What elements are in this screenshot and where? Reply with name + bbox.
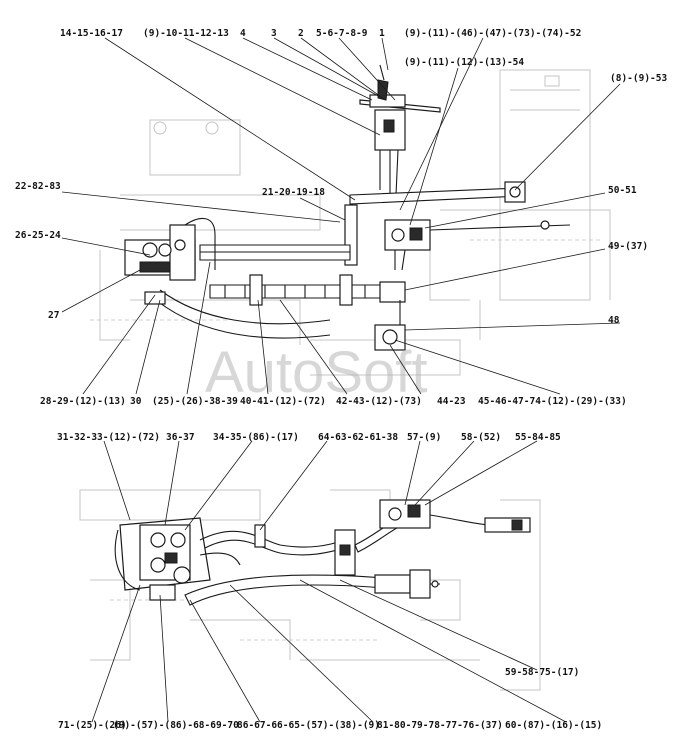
- callout-label: 5-6-7-8-9: [316, 28, 368, 39]
- callout-label: 28-29-(12)-(13): [40, 396, 126, 407]
- callout-label: 26-25-24: [15, 230, 61, 241]
- callout-label: 34-35-(86)-(17): [213, 432, 299, 443]
- callout-label: 36-37: [166, 432, 195, 443]
- callout-label: 14-15-16-17: [60, 28, 123, 39]
- callout-label: 31-32-33-(12)-(72): [57, 432, 160, 443]
- callout-labels: 14-15-16-17 (9)-10-11-12-13 4 3 2 5-6-7-…: [15, 28, 667, 731]
- callout-label: (9)-(57)-(86)-68-69-70: [113, 720, 239, 731]
- callout-label: 71-(25)-(26): [58, 720, 127, 731]
- callout-label: 30: [130, 396, 142, 407]
- callout-label: 49-(37): [608, 241, 648, 252]
- callout-label: 57-(9): [407, 432, 441, 443]
- callout-label: 21-20-19-18: [262, 187, 325, 198]
- leader-lines: [61, 37, 621, 723]
- callout-label: (9)-10-11-12-13: [143, 28, 229, 39]
- callout-label: 58-(52): [461, 432, 501, 443]
- callout-label: 81-80-79-78-77-76-(37): [377, 720, 503, 731]
- callout-label: 27: [48, 310, 59, 321]
- callout-label: (8)-(9)-53: [610, 73, 667, 84]
- callout-label: 48: [608, 315, 620, 326]
- callout-label: 45-46-47-74-(12)-(29)-(33): [478, 396, 627, 407]
- callout-label: (9)-(11)-(46)-(47)-(73)-(74)-52: [404, 28, 581, 39]
- lower-assembly: [114, 499, 531, 606]
- background-frame-lower: [79, 489, 541, 691]
- callout-label: 59-58-75-(17): [505, 667, 579, 678]
- callout-label: 40-41-(12)-(72): [240, 396, 326, 407]
- callout-label: 3: [271, 28, 277, 39]
- callout-label: 2: [298, 28, 304, 39]
- callout-label: 1: [379, 28, 385, 39]
- callout-label: 50-51: [608, 185, 637, 196]
- callout-label: (9)-(11)-(12)-(13)-54: [404, 57, 524, 68]
- callout-label: 4: [240, 28, 246, 39]
- callout-label: 64-63-62-61-38: [318, 432, 398, 443]
- callout-label: 86-67-66-65-(57)-(38)-(9): [237, 720, 380, 731]
- callout-label: (25)-(26)-38-39: [152, 396, 238, 407]
- callout-label: 60-(87)-(16)-(15): [505, 720, 602, 731]
- callout-label: 22-82-83: [15, 181, 61, 192]
- callout-label: 55-84-85: [515, 432, 561, 443]
- callout-label: 44-23: [437, 396, 466, 407]
- upper-assembly: [124, 64, 571, 351]
- callout-label: 42-43-(12)-(73): [336, 396, 422, 407]
